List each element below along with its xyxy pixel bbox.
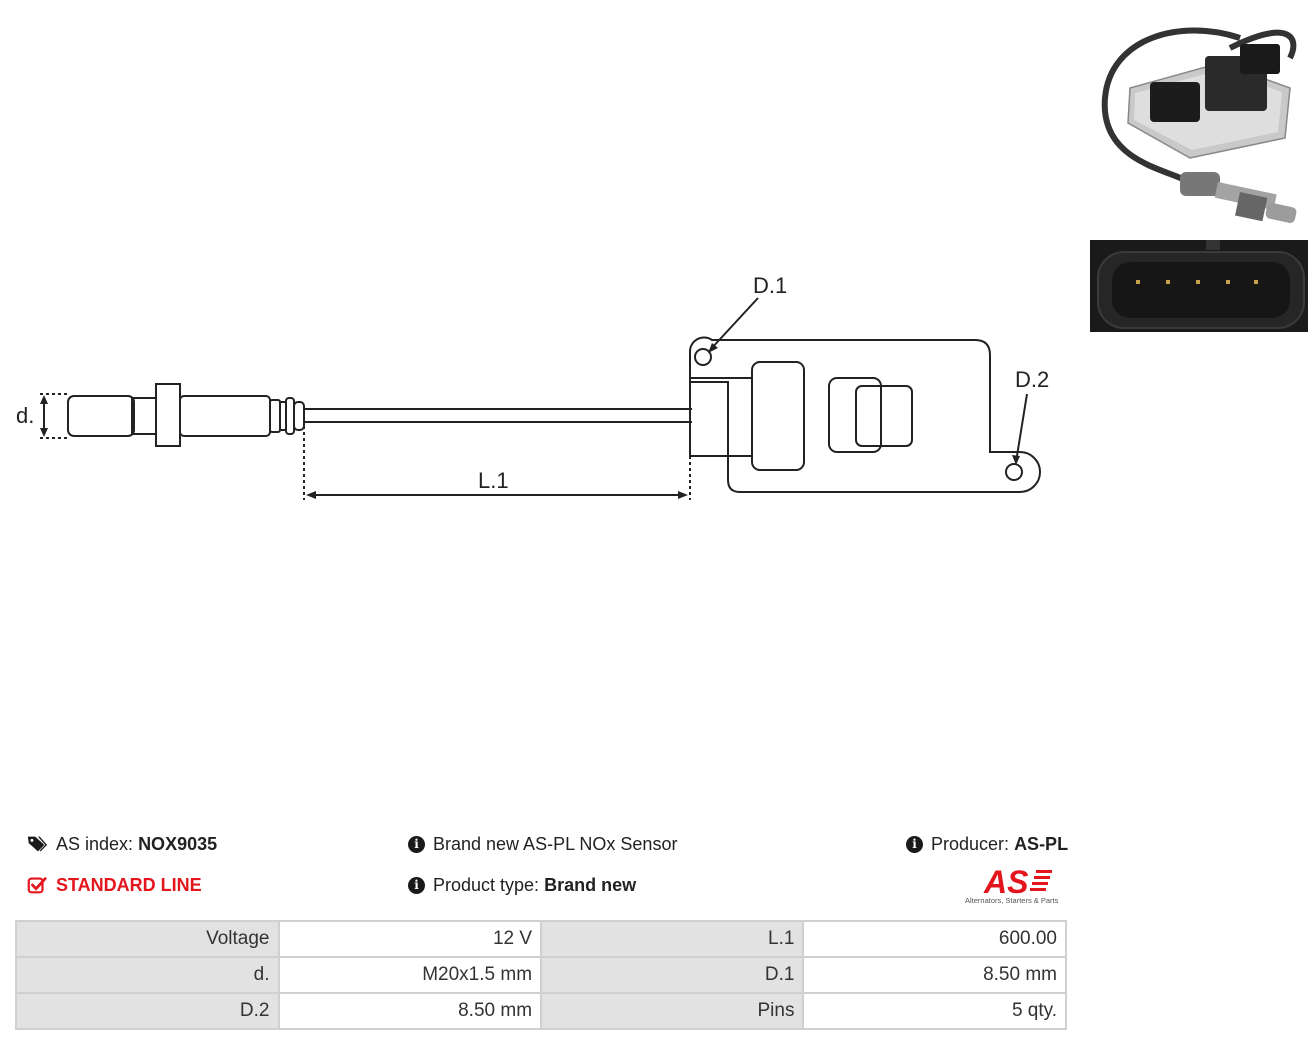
spec-value: 600.00	[802, 920, 1067, 958]
spec-label: d.	[15, 956, 280, 994]
producer-value: AS-PL	[1014, 834, 1069, 854]
producer-line: i Producer: AS-PL	[906, 833, 1068, 855]
info-icon: i	[408, 835, 425, 853]
module-connector-1	[751, 361, 805, 471]
module-cable-entry	[689, 377, 753, 457]
spec-value: 8.50 mm	[277, 992, 543, 1030]
product-description: Brand new AS-PL NOx Sensor	[433, 834, 678, 854]
spec-value: 8.50 mm	[802, 956, 1067, 994]
spec-table: Voltage 12 V L.1 600.00 d. M20x1.5 mm D.…	[15, 920, 1067, 1030]
product-type-label: Product type:	[433, 875, 540, 895]
checkbox-icon	[27, 877, 47, 894]
spec-label: Pins	[540, 992, 805, 1030]
module-connector-2	[828, 377, 882, 453]
standard-line: STANDARD LINE	[26, 874, 202, 896]
table-row: Voltage 12 V L.1 600.00	[15, 920, 1067, 958]
as-index-label: AS index:	[56, 834, 134, 854]
probe-body	[179, 395, 271, 437]
as-index-value: NOX9035	[138, 834, 218, 854]
product-photo-sensor	[1090, 8, 1308, 236]
sensor-technical-drawing: d. L.1 D.1 D.2	[16, 273, 1049, 500]
logo-tagline: Alternators, Starters & Parts	[965, 896, 1059, 905]
spec-label: D.2	[15, 992, 280, 1030]
product-line-label: STANDARD LINE	[56, 875, 202, 895]
probe-tip	[67, 395, 135, 437]
spec-label: Voltage	[15, 920, 280, 958]
svg-text:AS: AS	[983, 864, 1029, 900]
dim-label-d2: D.2	[1015, 367, 1049, 392]
info-icon: i	[906, 835, 923, 853]
product-type-value: Brand new	[544, 875, 637, 895]
probe-hex-nut	[155, 383, 181, 447]
mounting-hole-d1	[694, 348, 712, 366]
dim-label-l1: L.1	[478, 468, 509, 493]
description-line: i Brand new AS-PL NOx Sensor	[408, 833, 677, 855]
as-pl-logo: AS	[983, 864, 1052, 900]
table-row: d. M20x1.5 mm D.1 8.50 mm	[15, 956, 1067, 994]
spec-value: 5 qty.	[802, 992, 1067, 1030]
mounting-hole-d2	[1005, 463, 1023, 481]
spec-label: D.1	[540, 956, 805, 994]
probe-thread	[131, 397, 157, 435]
spec-value: M20x1.5 mm	[277, 956, 543, 994]
module-connector-3	[855, 385, 913, 447]
producer-label: Producer:	[931, 834, 1010, 854]
info-icon: i	[408, 876, 425, 894]
product-photo-connector	[1090, 240, 1308, 332]
spec-value: 12 V	[277, 920, 543, 958]
table-row: D.2 8.50 mm Pins 5 qty.	[15, 992, 1067, 1030]
module-housing	[688, 336, 1041, 493]
tags-icon	[27, 836, 48, 852]
product-type-line: i Product type: Brand new	[408, 874, 636, 896]
dim-label-d: d.	[16, 403, 34, 428]
dim-label-d1: D.1	[753, 273, 787, 298]
spec-label: L.1	[540, 920, 805, 958]
as-index-line: AS index: NOX9035	[26, 833, 217, 855]
